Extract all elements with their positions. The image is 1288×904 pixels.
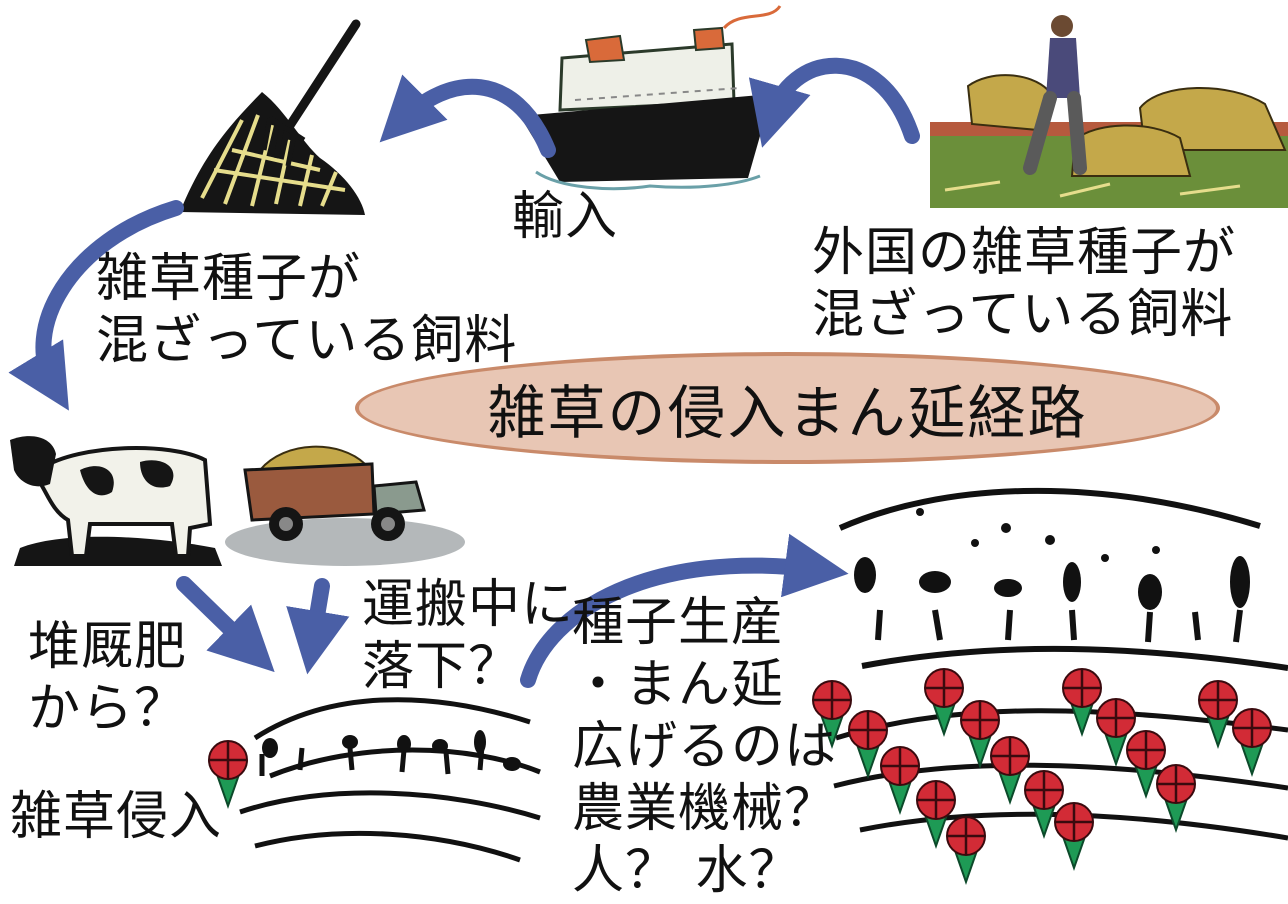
label-spread: 種子生産 ・まん延 広げるのは 農業機械？ 人？ 水？ [572, 593, 838, 901]
label-domestic-feed: 雑草種子が 混ざっている飼料 [96, 249, 518, 371]
arrow-cow-to-field [176, 576, 275, 673]
label-foreign-feed: 外国の雑草種子が 混ざっている飼料 [812, 223, 1237, 345]
arrow-truck-to-field [286, 578, 350, 675]
cargo-ship-icon [520, 5, 782, 191]
arrow-farmer-to-ship [748, 57, 920, 148]
hay-pile-fork-icon [180, 19, 365, 215]
title-oval: 雑草の侵入まん延経路 [355, 352, 1220, 464]
label-invasion: 雑草侵入 [10, 787, 223, 847]
weed-field-large-icon [811, 487, 1288, 884]
arrow-field-to-large-field [520, 533, 849, 688]
label-import: 輸入 [512, 187, 619, 247]
cow-icon [10, 436, 222, 566]
arrow-ship-to-hay [379, 74, 556, 158]
diagram-title: 雑草の侵入まん延経路 [487, 379, 1088, 447]
label-manure: 堆厩肥 から？ [28, 617, 188, 739]
farmer-carrying-hay-icon [930, 15, 1288, 208]
dump-truck-icon [225, 445, 465, 566]
arrow-hay-to-cow [8, 200, 184, 411]
weed-field-small-icon [207, 697, 541, 863]
flow-arrows [8, 57, 920, 688]
label-transport: 運搬中に 落下？ [362, 575, 575, 697]
